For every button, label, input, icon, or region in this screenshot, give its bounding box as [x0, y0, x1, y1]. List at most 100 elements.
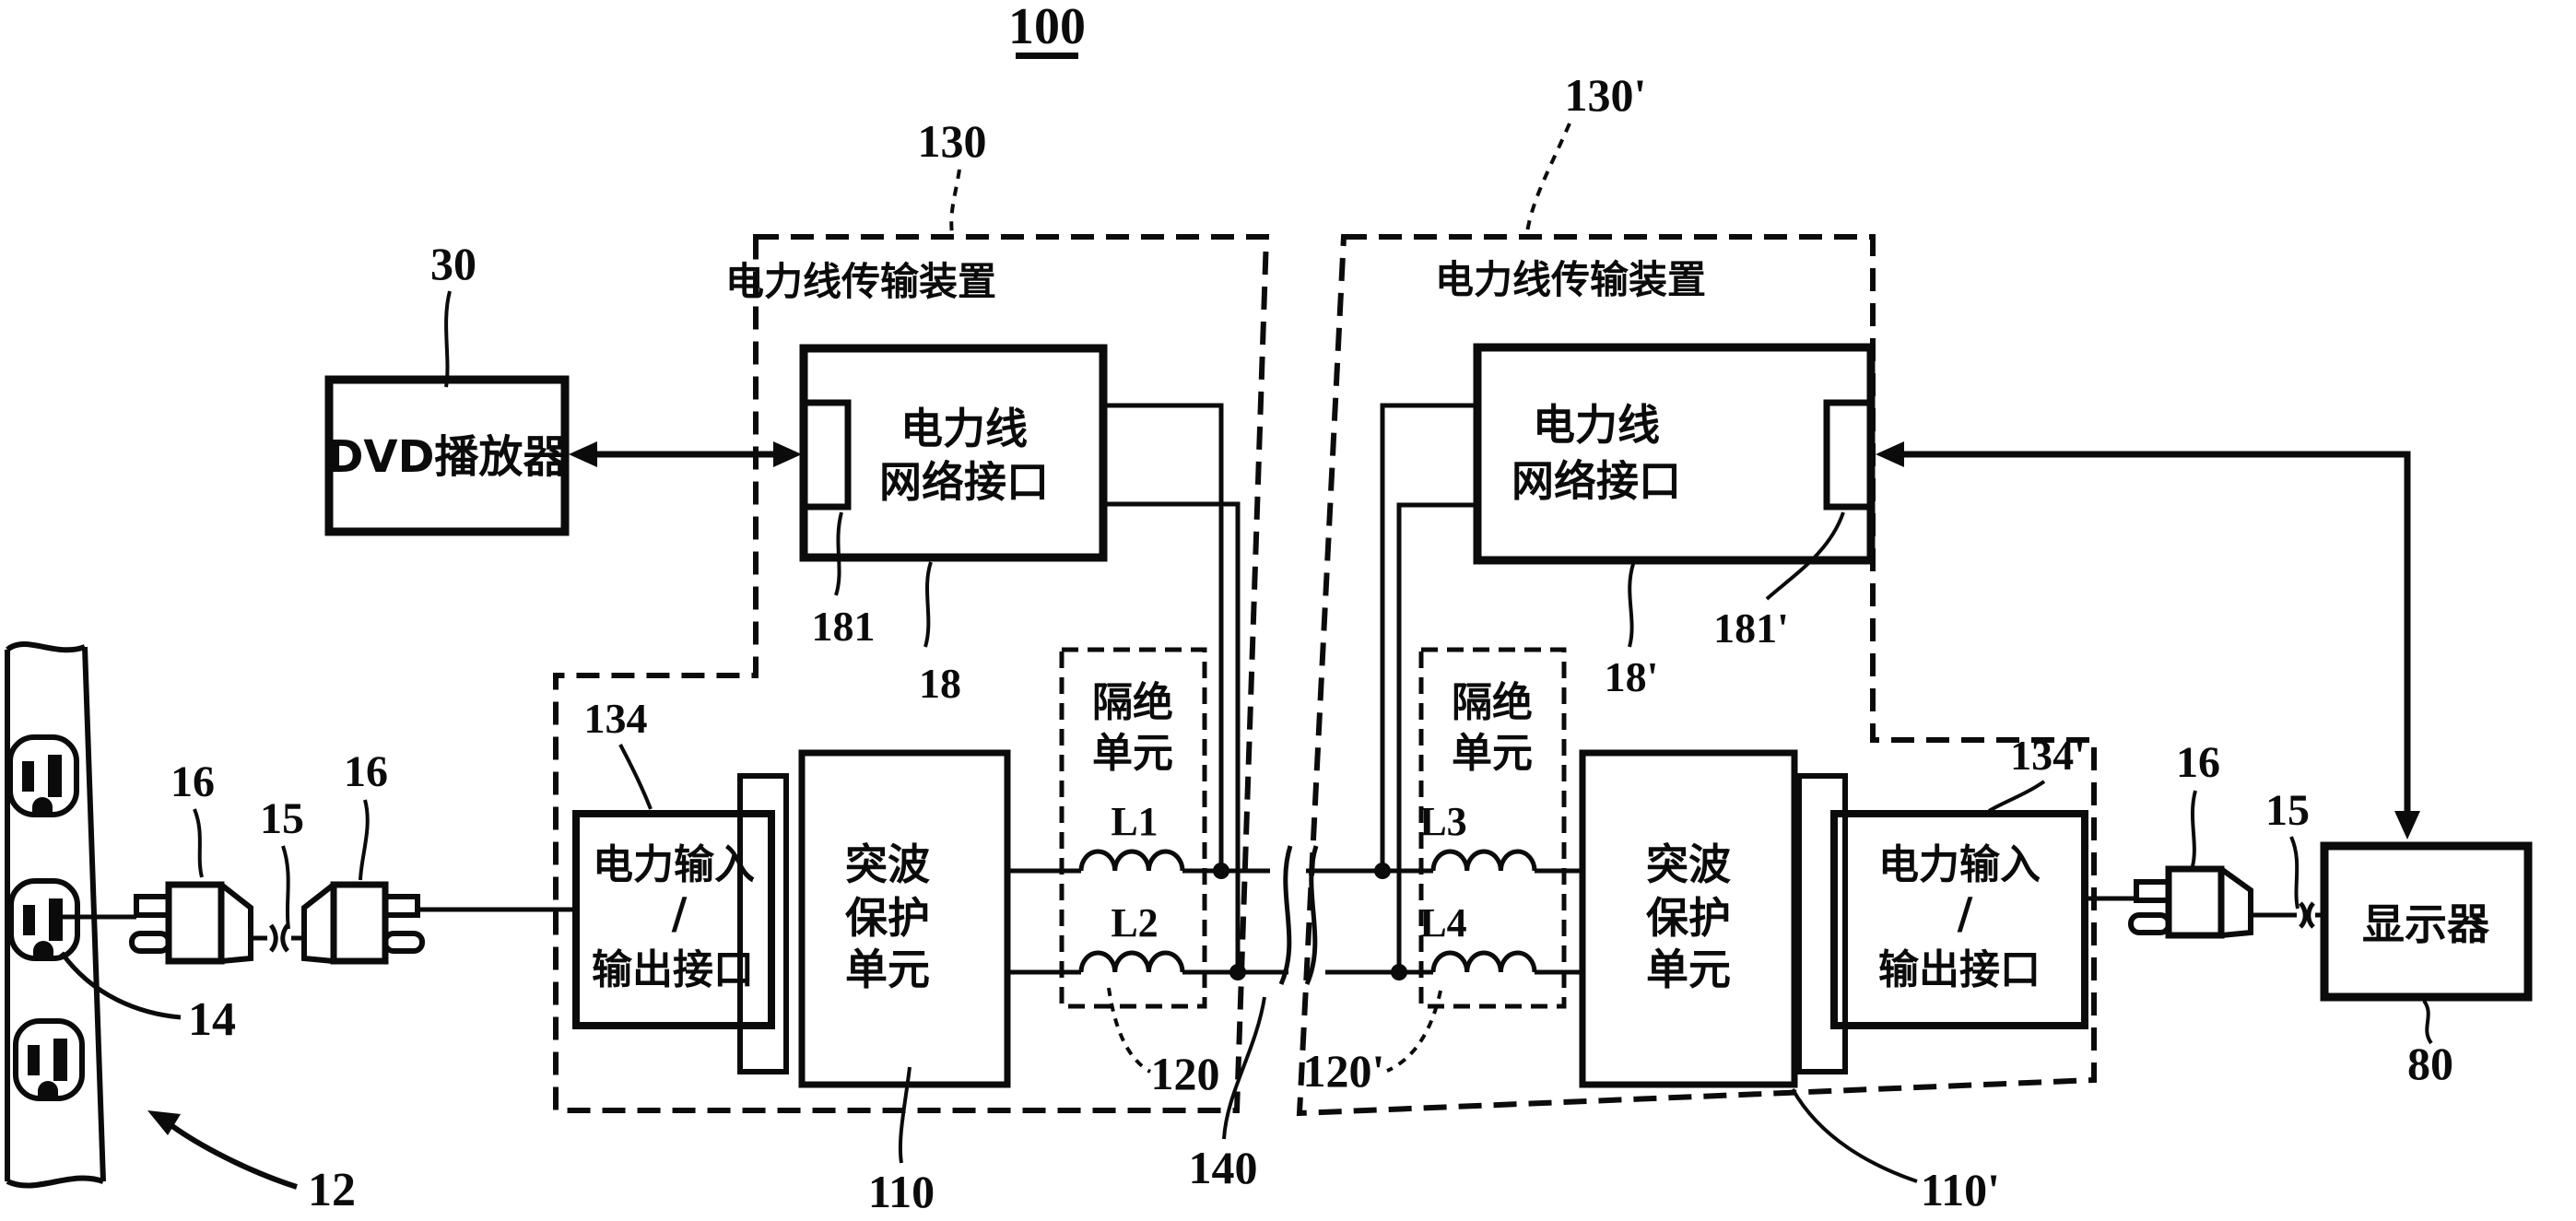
left-plug-pair: [52, 881, 578, 965]
cord-break-arc: [2299, 901, 2308, 929]
left-nic-wire-top: [1103, 403, 1224, 866]
right-device-ref-leader: [1525, 123, 1571, 233]
left-isolation-ref-label: 120: [1151, 1048, 1220, 1099]
coil-l1-label: L1: [1111, 799, 1158, 844]
display-ref-leader: [2422, 999, 2433, 1045]
right-isolation-line2: 单元: [1452, 730, 1533, 777]
plug-b-nose: [301, 882, 335, 964]
right-nic-ref-label: 18': [1605, 653, 1659, 700]
coil-l1: [1078, 849, 1185, 872]
right-device-ref-label: 130': [1565, 69, 1647, 121]
right-io-line2: /: [1958, 888, 1973, 938]
arrowhead-left: [569, 441, 597, 467]
junction-dot: [1391, 964, 1407, 980]
dvd-ref-leader: [444, 290, 452, 388]
left-surge-line1: 突波: [845, 839, 930, 889]
left-joint-ref-label: 15: [260, 794, 304, 843]
nic-display-arrow-line: [1897, 451, 2411, 816]
left-isolation-line2: 单元: [1092, 730, 1173, 777]
left-surge-ref-leader: [898, 1066, 912, 1164]
plug-b-ref-label: 16: [344, 747, 388, 796]
plug-a-prong-top: [134, 894, 171, 918]
left-device-ref-leader: [949, 169, 961, 235]
coil-l4-label: L4: [1419, 900, 1466, 945]
right-plug-ref-leader: [2190, 790, 2197, 867]
plug-a-ref-label: 16: [171, 757, 215, 806]
right-nic-ref-leader: [1628, 563, 1635, 648]
arrowhead-right: [773, 441, 802, 467]
cord-break-arc: [2306, 901, 2315, 929]
plug-a-ref-leader: [193, 808, 204, 878]
left-io-line2: /: [672, 888, 688, 938]
right-plug-nose: [2219, 866, 2253, 938]
left-joint-ref-leader: [281, 845, 290, 930]
right-io-ref-leader: [1987, 780, 2046, 813]
left-io-ref-label: 134: [584, 695, 648, 742]
plug-b-prong-top: [382, 894, 420, 918]
left-surge-line3: 单元: [845, 945, 930, 994]
right-isolation-ref-label: 120': [1303, 1045, 1385, 1097]
right-isolation-line1: 隔绝: [1452, 679, 1533, 726]
plug-a-prong-bottom: [129, 931, 171, 954]
right-device-dashed-outline: [1296, 234, 2097, 1117]
outlet-ref-leader: [59, 951, 182, 1020]
coil-l4: [1430, 950, 1537, 973]
display-box: [2320, 841, 2533, 1002]
right-joint-ref-leader: [2289, 836, 2300, 910]
right-surge-box: [1579, 749, 1798, 1088]
right-plug-prong-bottom: [2128, 912, 2171, 935]
left-surge-line2: 保护: [845, 893, 930, 943]
left-nic-ref-leader: [923, 561, 933, 648]
right-surge-line3: 单元: [1646, 945, 1731, 994]
strip-ref-arrow-line: [164, 1119, 298, 1190]
coil-l2-label: L2: [1111, 900, 1158, 945]
dvd-ref-label: 30: [430, 238, 476, 289]
junction-dot: [1374, 863, 1391, 879]
power-line-ref-leader: [1222, 996, 1266, 1140]
strip-bottom-wave: [6, 1175, 104, 1189]
right-surge-ref-label: 110': [1921, 1164, 2000, 1215]
left-isolation-line1: 隔绝: [1092, 679, 1173, 726]
left-nic-wire-bottom: [1103, 501, 1241, 968]
left-nic-line1: 电力线: [900, 404, 1028, 453]
right-surge-line1: 突波: [1646, 839, 1731, 889]
right-device-title: 电力线传输装置: [1435, 257, 1706, 302]
left-io-box: [572, 810, 775, 1029]
right-nic-box: [1473, 343, 1876, 565]
coil-l3: [1430, 849, 1537, 872]
cord-break-arc: [268, 923, 278, 953]
right-nic-port-181p: [1823, 399, 1875, 511]
plug-b-body: [330, 881, 389, 965]
outlet-socket: [7, 734, 79, 817]
left-device-title: 电力线传输装置: [725, 259, 996, 304]
left-nic-line2: 网络接口: [879, 457, 1049, 507]
left-nic-ref-label: 18: [919, 660, 961, 707]
break-wave-left: [1278, 845, 1293, 986]
right-nic-port-ref-label: 181': [1713, 605, 1789, 652]
strip-right-edge: [82, 646, 106, 1182]
plug-b-prong-bottom: [382, 931, 425, 954]
strip-ref-label: 12: [308, 1164, 356, 1216]
right-isolation-box: [1418, 647, 1567, 1009]
coil-l2: [1078, 950, 1185, 973]
right-plug: [2085, 865, 2324, 939]
left-transmission-device: 电力线传输装置 130 电力线 网络接口 181 18 电力输入 / 输出接口 …: [553, 115, 1270, 1113]
display-ref-label: 80: [2407, 1038, 2453, 1089]
left-device-ref-label: 130: [918, 115, 987, 167]
left-isolation-box: [1059, 647, 1207, 1009]
outlet-socket: [13, 1018, 85, 1101]
right-plug-prong-top: [2134, 879, 2171, 903]
right-plug-body: [2165, 865, 2225, 939]
left-io-connector: [737, 773, 789, 1074]
strip-top-wave: [6, 641, 87, 653]
right-surge-line2: 保护: [1646, 893, 1731, 943]
right-nic-wire-bottom: [1396, 502, 1477, 968]
right-io-line1: 电力输入: [1878, 841, 2041, 888]
right-io-box: [1830, 810, 2088, 1029]
right-surge-ref-leader: [1791, 1088, 1918, 1183]
left-isolation-ref-leader: [1107, 987, 1152, 1074]
left-nic-port-ref-label: 181: [812, 603, 876, 650]
left-io-line1: 电力输入: [593, 841, 755, 888]
right-transmission-device: 电力线传输装置 130' 电力线 网络接口 181' 18' 隔绝 单元 L3 …: [1296, 69, 2097, 1117]
